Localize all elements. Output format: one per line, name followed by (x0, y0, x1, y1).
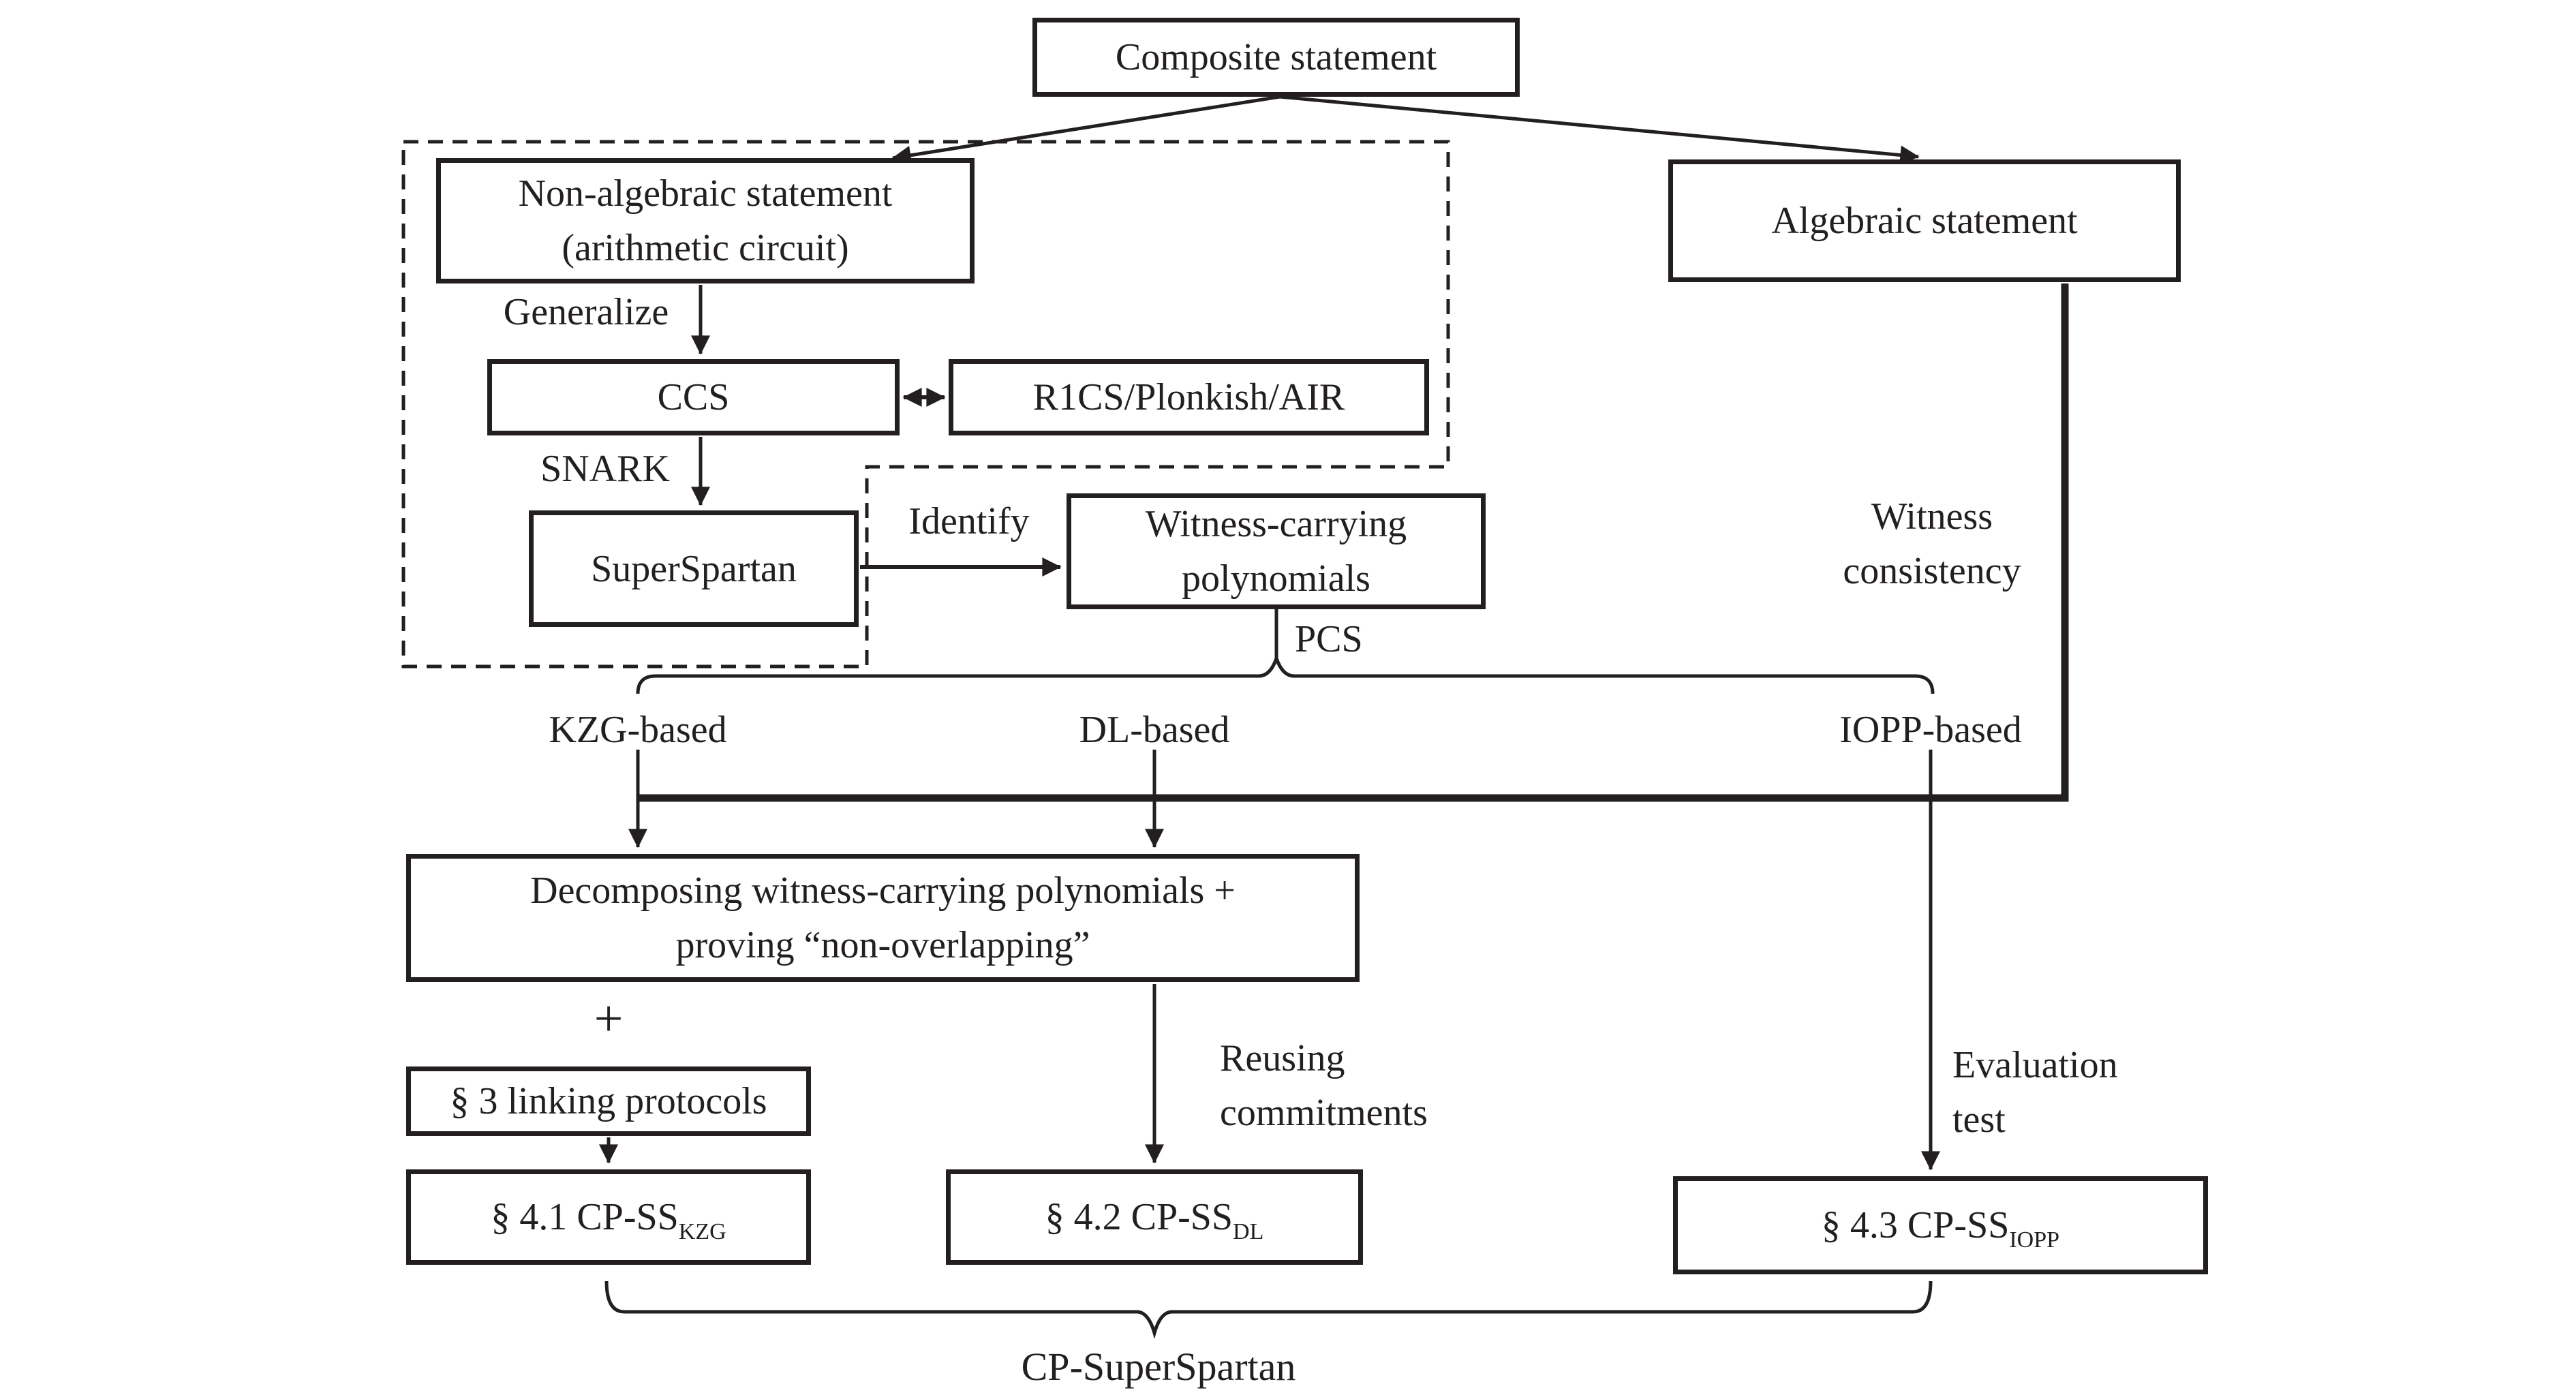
label-evaluation-line1: Evaluation (1952, 1044, 2118, 1086)
box-decomposing-line1: Decomposing witness-carrying polynomials… (530, 870, 1236, 912)
witness-consistency-line (639, 283, 2069, 802)
box-superspartan: SuperSpartan (529, 510, 859, 627)
box-non-algebraic-line2: (arithmetic circuit) (562, 227, 849, 269)
box-non-algebraic-statement: Non-algebraic statement (arithmetic circ… (436, 158, 975, 283)
box-r1cs-plonkish-air: R1CS/Plonkish/AIR (949, 359, 1429, 435)
label-witness-consistency-line1: Witness (1871, 495, 1993, 538)
box-linking-protocols-label: § 3 linking protocols (450, 1080, 767, 1122)
box-witness-carrying-polynomials: Witness-carrying polynomials (1067, 493, 1486, 609)
cp-ss-iopp-subscript: IOPP (2009, 1227, 2060, 1253)
label-snark: SNARK (540, 448, 670, 490)
pcs-brace (636, 653, 1935, 694)
box-cp-ss-iopp: § 4.3 CP-SSIOPP (1673, 1176, 2208, 1274)
label-iopp-based: IOPP-based (1839, 709, 2022, 751)
box-decomposing: Decomposing witness-carrying polynomials… (406, 854, 1360, 982)
box-cp-ss-dl: § 4.2 CP-SSDL (946, 1169, 1363, 1265)
label-evaluation-line2: test (1952, 1099, 2006, 1141)
box-wcp-line1: Witness-carrying (1145, 503, 1407, 545)
label-pcs: PCS (1295, 618, 1363, 660)
label-plus: + (594, 990, 624, 1047)
dashed-group-outline (401, 140, 1450, 669)
box-algebraic-statement: Algebraic statement (1668, 159, 2181, 282)
label-reusing-line2: commitments (1220, 1092, 1428, 1134)
box-cp-ss-dl-label: § 4.2 CP-SSDL (1045, 1196, 1264, 1244)
box-decomposing-line2: proving “non-overlapping” (675, 924, 1090, 966)
box-non-algebraic-line1: Non-algebraic statement (518, 172, 893, 215)
label-kzg-based: KZG-based (549, 709, 727, 751)
label-evaluation-test: Evaluation test (1952, 1038, 2252, 1147)
label-identify: Identify (908, 500, 1030, 542)
label-reusing-line1: Reusing (1220, 1037, 1345, 1079)
box-r1cs-label: R1CS/Plonkish/AIR (1032, 376, 1345, 418)
label-witness-consistency: Witness consistency (1785, 489, 2079, 598)
label-witness-consistency-line2: consistency (1843, 550, 2021, 592)
box-cp-ss-kzg-label: § 4.1 CP-SSKZG (491, 1196, 726, 1244)
cp-superspartan-brace (604, 1280, 1933, 1339)
label-reusing-commitments: Reusing commitments (1220, 1031, 1520, 1140)
box-linking-protocols: § 3 linking protocols (406, 1066, 811, 1136)
box-wcp-line2: polynomials (1182, 557, 1370, 600)
arrow-composite-to-algebraic (1279, 95, 1920, 165)
box-algebraic-statement-label: Algebraic statement (1771, 200, 2078, 242)
cp-ss-kzg-subscript: KZG (678, 1219, 726, 1244)
cp-ss-dl-subscript: DL (1233, 1219, 1264, 1244)
label-cp-superspartan: CP-SuperSpartan (1021, 1345, 1296, 1389)
box-cp-ss-iopp-label: § 4.3 CP-SSIOPP (1821, 1204, 2060, 1253)
box-cp-ss-kzg: § 4.1 CP-SSKZG (406, 1169, 811, 1265)
box-composite-statement-label: Composite statement (1115, 36, 1437, 78)
arrow-composite-to-nonalgebraic (891, 95, 1281, 165)
box-ccs-label: CCS (657, 376, 730, 418)
box-superspartan-label: SuperSpartan (591, 547, 797, 590)
box-ccs: CCS (487, 359, 900, 435)
box-composite-statement: Composite statement (1032, 18, 1520, 97)
label-dl-based: DL-based (1079, 709, 1230, 751)
label-generalize: Generalize (503, 291, 669, 333)
